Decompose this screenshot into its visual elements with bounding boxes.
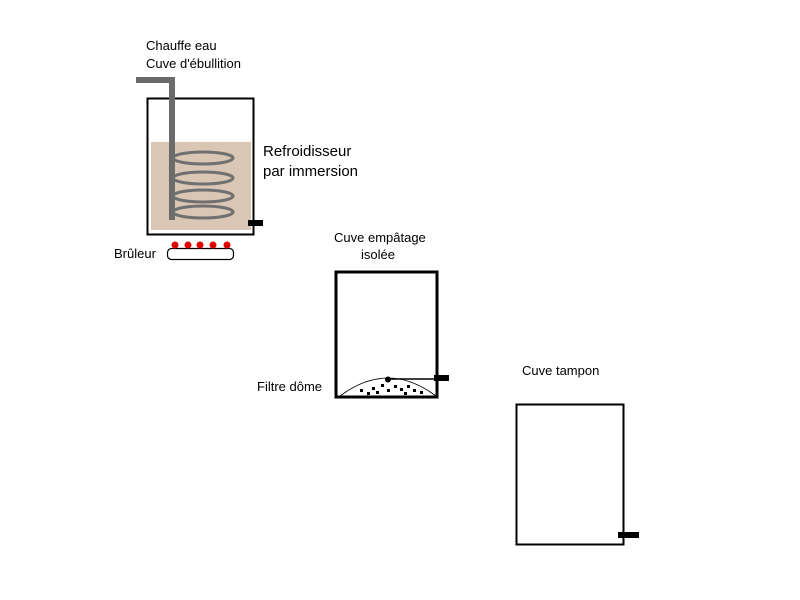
mash-tun-outline	[334, 270, 439, 399]
buffer-tank	[515, 403, 639, 546]
label-filtre-dome: Filtre dôme	[257, 379, 323, 394]
label-cuve-ebullition: Cuve d'ébullition	[146, 56, 241, 71]
label-cuve-empatage: Cuve empâtage	[334, 230, 426, 245]
mash-tun-outlet-valve	[434, 375, 449, 381]
burner-flame-4	[209, 241, 217, 249]
buffer-tank-outlet-valve	[618, 532, 639, 538]
mash-tun-outlet-fitting	[385, 376, 391, 383]
burner	[166, 241, 235, 261]
chiller-coil-3	[171, 188, 235, 204]
chiller-coil-1	[171, 150, 235, 166]
chiller-coil-2	[171, 170, 235, 186]
mash-tun	[334, 270, 449, 399]
burner-flame-2	[184, 241, 192, 249]
burner-flame-3	[196, 241, 204, 249]
label-refroidisseur: Refroidisseur	[263, 143, 352, 160]
burner-flame-5	[223, 241, 231, 249]
immersion-chiller	[136, 77, 235, 220]
burner-flame-1	[171, 241, 179, 249]
grain-dots	[360, 384, 423, 395]
label-par-immersion: par immersion	[263, 163, 359, 180]
label-bruleur: Brûleur	[114, 246, 156, 261]
boil-kettle-outline	[146, 97, 255, 236]
boil-kettle-outlet-valve	[248, 220, 263, 226]
chiller-coil-4	[171, 204, 235, 220]
chiller-pipe	[136, 77, 175, 220]
burner-base	[166, 247, 235, 261]
boil-kettle	[146, 97, 263, 236]
boil-kettle-liquid	[151, 142, 251, 230]
label-isolee: isolée	[361, 247, 395, 262]
label-chauffe-eau: Chauffe eau	[146, 38, 217, 53]
buffer-tank-outline	[515, 403, 625, 546]
label-cuve-tampon: Cuve tampon	[522, 363, 600, 378]
